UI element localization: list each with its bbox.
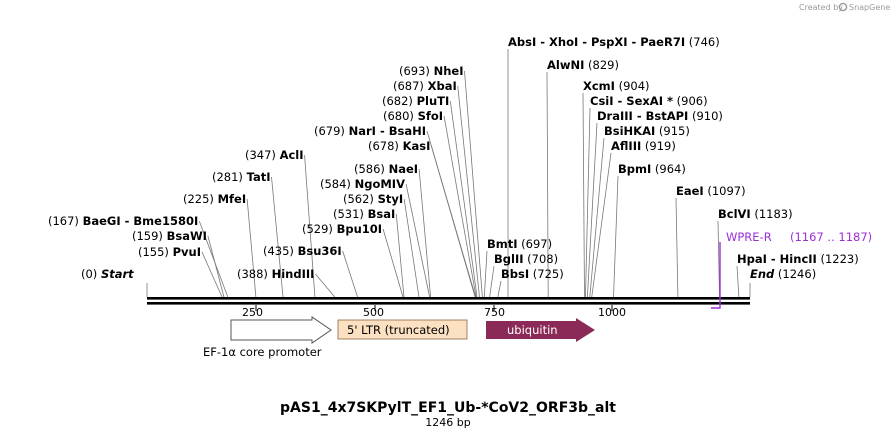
site-label-hpai[interactable]: HpaI - HincII (1223) (737, 252, 859, 266)
site-label-start[interactable]: (0) Start (81, 267, 134, 281)
leader-line-18 (457, 85, 480, 298)
site-label-bsawi[interactable]: (159) BsaWI (132, 229, 207, 243)
leader-line-30 (613, 175, 619, 298)
site-label-bsai[interactable]: (531) BsaI (333, 207, 395, 221)
leader-line-15 (426, 130, 476, 298)
site-label-afliii[interactable]: AflIII (919) (611, 139, 676, 153)
axis-ticks: 250 500 750 1000 (242, 305, 626, 319)
site-leader-lines (146, 48, 751, 298)
site-label-eaei[interactable]: EaeI (1097) (676, 184, 746, 198)
leader-line-28 (589, 137, 605, 298)
site-label-bclvi[interactable]: BclVI (1183) (718, 207, 793, 221)
site-label-pvui[interactable]: (155) PvuI (138, 245, 201, 259)
site-label-mfei[interactable]: (225) MfeI (183, 192, 246, 206)
site-label-alwni[interactable]: AlwNI (829) (547, 58, 619, 72)
primer-name: WPRE-R (726, 230, 772, 244)
tick-label-750: 750 (484, 306, 505, 319)
map-title: pAS1_4x7SKPylT_EF1_Ub-*CoV2_ORF3b_alt (280, 400, 616, 416)
watermark-text: Created by (799, 3, 843, 12)
site-label-pluti[interactable]: (682) PluTI (382, 94, 449, 108)
tick-label-1000: 1000 (598, 306, 626, 319)
leader-line-31 (675, 197, 679, 298)
leader-line-29 (591, 152, 612, 298)
site-label-xcmi[interactable]: XcmI (904) (583, 79, 650, 93)
leader-line-16 (443, 115, 477, 298)
feature-ubiquitin[interactable]: ubiquitin (486, 318, 595, 342)
site-label-bpmi[interactable]: BpmI (964) (618, 162, 686, 176)
site-label-end[interactable]: End (1246) (750, 267, 816, 281)
leader-line-26 (585, 107, 591, 298)
leader-line-1 (201, 251, 223, 298)
leader-line-4 (246, 198, 257, 298)
leader-line-27 (586, 122, 598, 298)
leader-line-7 (315, 273, 336, 298)
site-label-baegi[interactable]: (167) BaeGI - Bme1580I (48, 214, 198, 228)
site-label-kasi[interactable]: (678) KasI (368, 139, 430, 153)
site-label-acli[interactable]: (347) AclI (245, 148, 304, 162)
site-label-bpu10i[interactable]: (529) Bpu10I (302, 222, 382, 236)
restriction-site-labels: (0) Start (155) PvuI (159) BsaWI(167) BaeG… (48, 35, 859, 281)
site-label-nhei[interactable]: (693) NheI (399, 64, 463, 78)
primer-wpre-r[interactable]: WPRE-R (1167 .. 1187) (711, 230, 872, 309)
site-label-draiii[interactable]: DraIII - BstAPI (910) (597, 109, 723, 123)
leader-line-21 (489, 265, 495, 298)
dna-backbone (147, 297, 750, 305)
leader-line-11 (403, 198, 420, 298)
feature-ltr-label: 5' LTR (truncated) (347, 323, 450, 337)
site-label-sfoi[interactable]: (680) SfoI (383, 109, 443, 123)
feature-ubiquitin-label: ubiquitin (507, 323, 558, 337)
leader-line-6 (304, 154, 316, 298)
leader-line-33 (736, 265, 740, 298)
leader-line-5 (271, 176, 284, 298)
site-label-absi[interactable]: AbsI - XhoI - PspXI - PaeR7I (746) (508, 35, 720, 49)
site-label-bbsi[interactable]: BbsI (725) (501, 267, 564, 281)
leader-line-17 (449, 100, 478, 298)
tick-label-500: 500 (363, 306, 384, 319)
site-label-styi[interactable]: (562) StyI (343, 192, 403, 206)
site-label-csii[interactable]: CsiI - SexAI * (906) (590, 94, 708, 108)
leader-line-20 (483, 250, 488, 298)
primer-range: (1167 .. 1187) (790, 230, 872, 244)
site-label-bsihkai[interactable]: BsiHKAI (915) (604, 124, 690, 138)
site-label-bsu36i[interactable]: (435) Bsu36I (263, 244, 342, 258)
leader-line-25 (582, 92, 585, 298)
leader-line-13 (418, 168, 431, 298)
leader-line-22 (497, 280, 502, 298)
site-label-tati[interactable]: (281) TatI (212, 170, 271, 184)
site-label-ngomiv[interactable]: (584) NgoMIV (320, 177, 405, 191)
site-label-bmti[interactable]: BmtI (697) (487, 237, 552, 251)
leader-line-12 (405, 183, 431, 298)
feature-promoter-label: EF-1α core promoter (203, 345, 322, 359)
leader-line-32 (717, 220, 720, 298)
leader-line-24 (546, 71, 549, 298)
map-length: 1246 bp (425, 416, 470, 429)
site-label-naei[interactable]: (586) NaeI (354, 162, 418, 176)
feature-promoter[interactable]: EF-1α core promoter (203, 316, 332, 359)
site-label-xbai[interactable]: (687) XbaI (393, 79, 457, 93)
leader-line-8 (342, 250, 358, 298)
leader-line-19 (464, 70, 483, 298)
watermark-brand: SnapGene (849, 3, 890, 12)
leader-line-9 (382, 228, 404, 298)
site-label-hindiii[interactable]: (388) HindIII (237, 267, 314, 281)
tick-label-250: 250 (242, 306, 263, 319)
leader-line-3 (198, 220, 229, 298)
snapgene-logo-icon (838, 2, 848, 12)
site-label-nari[interactable]: (679) NarI - BsaHI (314, 124, 426, 138)
site-label-bglii[interactable]: BglII (708) (494, 252, 558, 266)
leader-line-10 (395, 213, 405, 298)
feature-ltr[interactable]: 5' LTR (truncated) (337, 319, 468, 340)
